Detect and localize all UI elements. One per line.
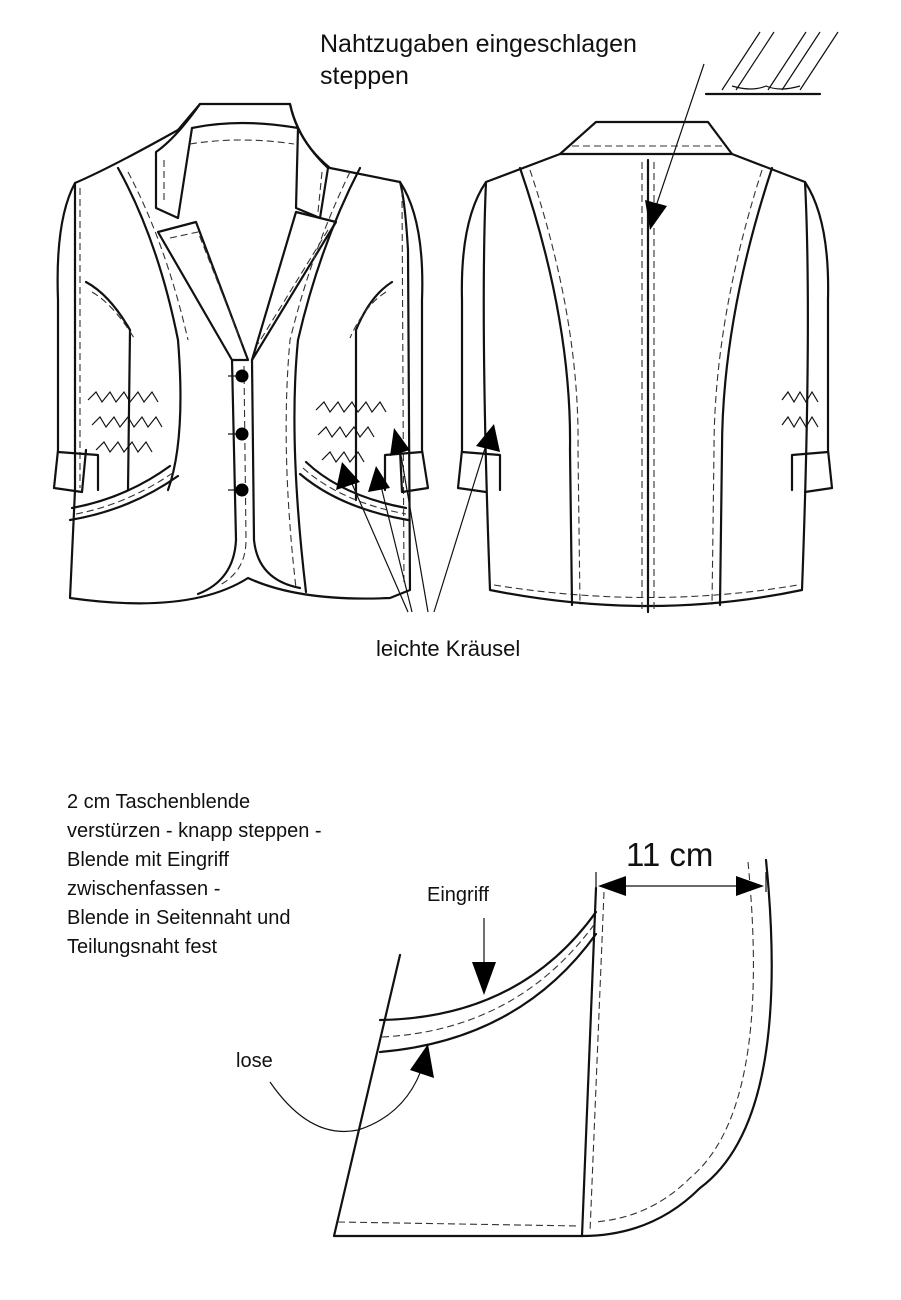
arrow-opening bbox=[472, 962, 496, 995]
dimension-label: 11 cm bbox=[626, 836, 714, 873]
arrow-gather-1 bbox=[336, 462, 360, 490]
pocket-note-line-4: zwischenfassen - bbox=[67, 878, 221, 900]
seam-note-line-2: steppen bbox=[320, 62, 409, 90]
jacket-front bbox=[52, 102, 430, 605]
seam-detail-icon bbox=[704, 31, 839, 96]
arrow-dim-left bbox=[598, 876, 626, 896]
pocket-note-line-1: 2 cm Taschenblende bbox=[67, 791, 251, 813]
seam-allowance-note: Nahtzugaben eingeschlagen steppen bbox=[320, 28, 637, 92]
gathers-label: leichte Kräusel bbox=[376, 636, 521, 661]
arrow-gather-4 bbox=[476, 424, 500, 452]
pocket-note-line-3: Blende mit Eingriff bbox=[67, 849, 229, 871]
pocket-note-line-6: Teilungsnaht fest bbox=[67, 936, 218, 958]
arrow-gather-3 bbox=[390, 428, 410, 456]
button-icon bbox=[228, 427, 249, 441]
arrow-loose bbox=[410, 1044, 434, 1078]
seam-note-line-1: Nahtzugaben eingeschlagen bbox=[320, 30, 637, 58]
pocket-detail bbox=[332, 858, 773, 1238]
jacket-back bbox=[456, 120, 834, 614]
annotation-arrows bbox=[269, 63, 764, 1132]
arrow-gather-2 bbox=[368, 466, 390, 492]
arrow-seam bbox=[645, 200, 667, 230]
opening-label: Eingriff bbox=[427, 884, 489, 906]
button-icon bbox=[228, 369, 249, 383]
pocket-note-line-5: Blende in Seitennaht und bbox=[67, 907, 291, 929]
loose-label: lose bbox=[236, 1050, 273, 1072]
pocket-instructions: 2 cm Taschenblende verstürzen - knapp st… bbox=[67, 788, 322, 962]
button-icon bbox=[228, 483, 249, 497]
pocket-note-line-2: verstürzen - knapp steppen - bbox=[67, 820, 322, 842]
arrow-dim-right bbox=[736, 876, 764, 896]
